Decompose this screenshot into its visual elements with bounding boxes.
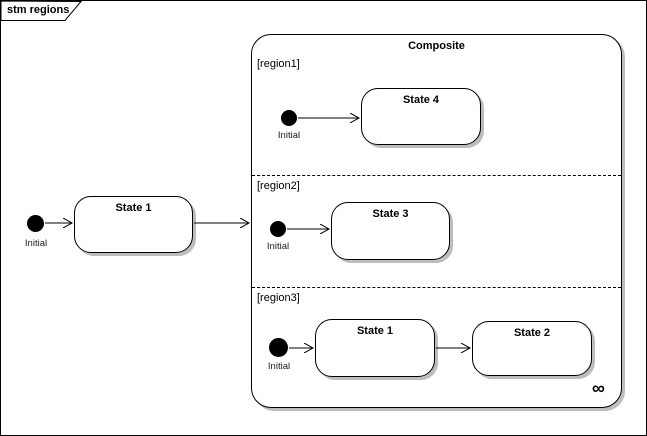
initial-label-region3: Initial — [267, 361, 291, 372]
state-region3-state1[interactable]: State 1 — [315, 319, 435, 377]
state-title: State 3 — [372, 208, 409, 220]
state-title: State 4 — [402, 94, 440, 106]
state-region2-state3[interactable]: State 3 — [331, 202, 450, 260]
region-divider-2 — [252, 287, 621, 288]
initial-node-outer[interactable] — [27, 215, 44, 232]
composite-state-title: Composite — [408, 40, 465, 52]
initial-label-region2: Initial — [266, 241, 290, 252]
region1-label: [region1] — [257, 58, 300, 70]
initial-label-outer: Initial — [24, 238, 48, 249]
initial-node-region3[interactable] — [269, 338, 288, 357]
region2-label: [region2] — [257, 180, 300, 192]
region-divider-1 — [252, 175, 621, 176]
initial-node-region2[interactable] — [270, 221, 286, 237]
state-title: State 2 — [513, 327, 551, 339]
initial-node-region1[interactable] — [281, 110, 297, 126]
state-region1-state4[interactable]: State 4 — [361, 88, 481, 145]
state-region3-state2[interactable]: State 2 — [472, 321, 592, 376]
state-title: State 1 — [115, 202, 152, 214]
initial-label-region1: Initial — [277, 130, 301, 141]
frame-tab — [1, 1, 83, 21]
region3-label: [region3] — [257, 292, 300, 304]
state-outer-state1[interactable]: State 1 — [74, 196, 193, 253]
infinity-icon: ∞ — [592, 378, 605, 398]
frame-title: stm regions — [7, 4, 70, 16]
state-title: State 1 — [356, 325, 394, 337]
